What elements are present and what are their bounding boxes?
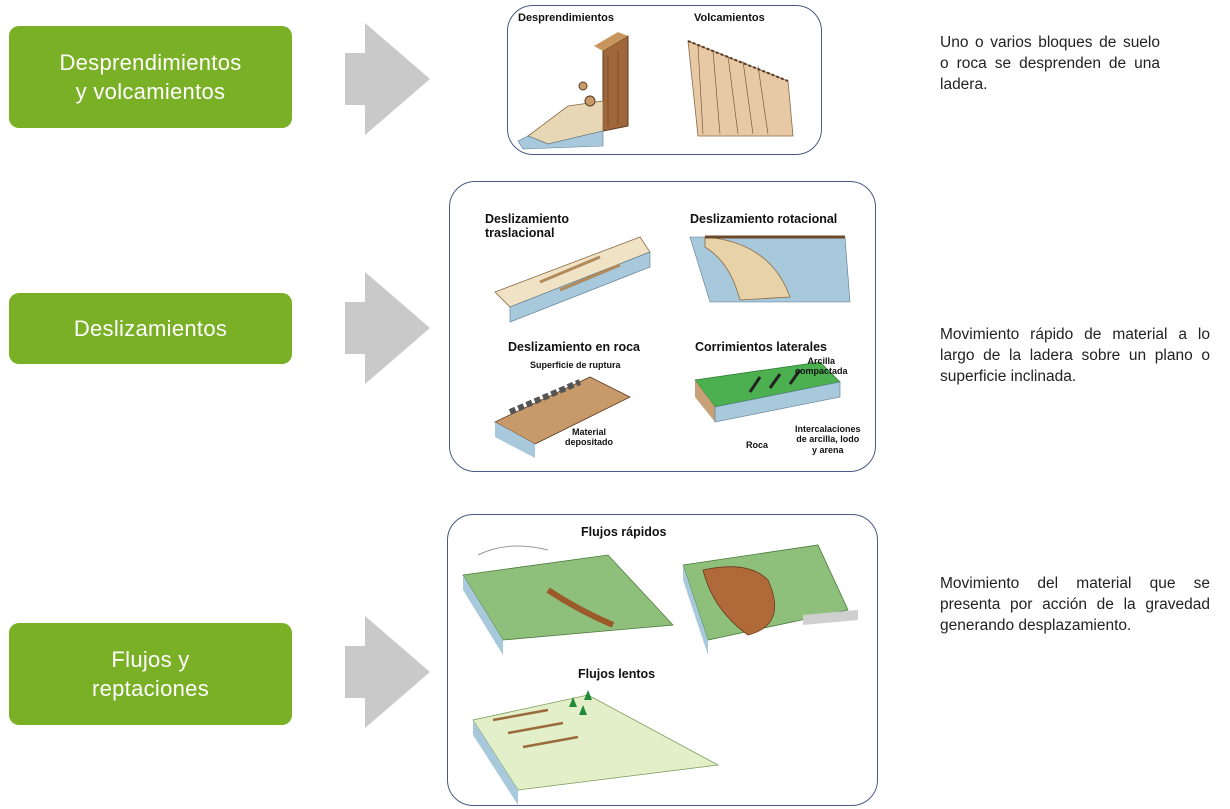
- label-text: Deslizamientos: [73, 316, 228, 341]
- annotation-arcilla: Arcilla compactada: [795, 356, 848, 377]
- label-text: Flujos y reptaciones: [91, 647, 210, 701]
- panel-deslizamientos: Deslizamiento traslacional Deslizamiento…: [449, 181, 876, 472]
- caption-desprendimientos: Desprendimientos: [518, 12, 614, 24]
- annotation-roca: Roca: [746, 440, 769, 450]
- panel-desprendimientos: Desprendimientos Volcamientos: [507, 5, 822, 155]
- caption-volcamientos: Volcamientos: [694, 12, 765, 24]
- panel-flujos: Flujos rápidos Flujos lentos: [447, 514, 878, 806]
- rockfall-illustration: [517, 32, 794, 150]
- description-row-3: Movimiento del material que se presenta …: [940, 575, 1210, 634]
- label-desprendimientos: Desprendimientos y volcamientos: [9, 26, 292, 128]
- label-flujos: Flujos y reptaciones: [9, 623, 292, 725]
- caption-flujos-lentos: Flujos lentos: [578, 667, 656, 681]
- description-row-2: Movimiento rápido de material a lo largo…: [940, 326, 1210, 385]
- arrow-right-icon: [345, 23, 430, 135]
- description-row-1: Uno o varios bloques de suelo o roca se …: [940, 34, 1160, 93]
- annotation-material: Material depositado: [565, 427, 614, 448]
- caption-corrimientos: Corrimientos laterales: [695, 340, 827, 354]
- caption-traslacional: Deslizamiento traslacional: [485, 212, 570, 241]
- landslide-illustration: [494, 235, 851, 458]
- arrow-right-icon: [345, 616, 430, 728]
- arrow-right-icon: [345, 272, 430, 384]
- caption-flujos-rapidos: Flujos rápidos: [581, 525, 667, 539]
- annotation-superficie: Superficie de ruptura: [530, 360, 621, 370]
- flow-illustration: [462, 544, 858, 805]
- caption-en-roca: Deslizamiento en roca: [508, 340, 640, 354]
- caption-rotacional: Deslizamiento rotacional: [690, 212, 838, 226]
- label-deslizamientos: Deslizamientos: [9, 293, 292, 364]
- annotation-intercalaciones: Intercalaciones de arcilla, lodo y arena: [795, 424, 861, 455]
- label-text: Desprendimientos y volcamientos: [59, 50, 242, 104]
